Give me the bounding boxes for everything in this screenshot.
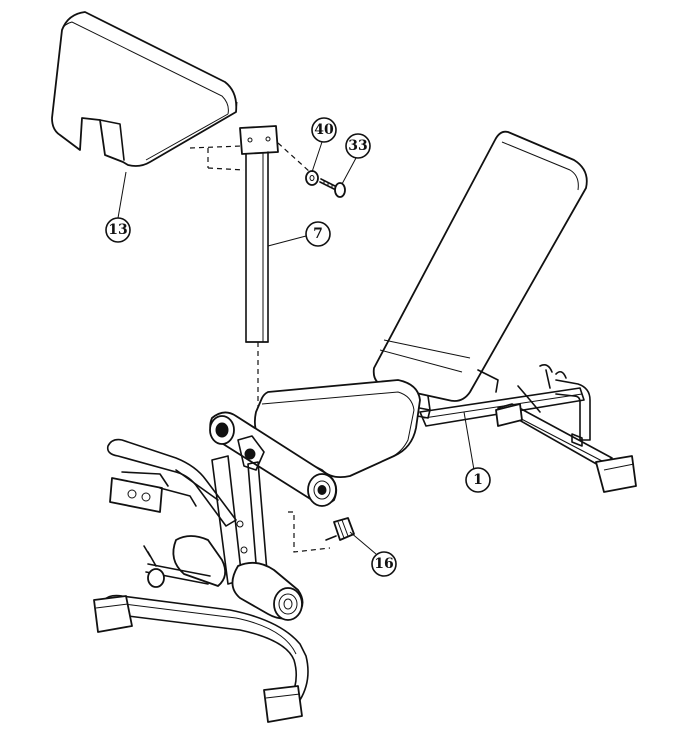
washer bbox=[305, 170, 319, 186]
preacher-post bbox=[239, 125, 279, 343]
callout-label: 13 bbox=[108, 222, 127, 238]
callout-label: 33 bbox=[348, 138, 367, 154]
backrest bbox=[372, 130, 588, 419]
callout-7: 7 bbox=[305, 221, 331, 247]
alignment-lines bbox=[189, 142, 331, 553]
callout-label: 40 bbox=[314, 122, 334, 138]
front-assembly bbox=[93, 411, 338, 723]
preacher-pad bbox=[51, 11, 238, 167]
callout-16: 16 bbox=[371, 551, 397, 577]
callout-13: 13 bbox=[105, 217, 131, 243]
seat bbox=[253, 379, 421, 479]
callout-1: 1 bbox=[465, 467, 491, 493]
leader-lines bbox=[117, 141, 475, 555]
callout-label: 1 bbox=[473, 472, 483, 488]
callout-40: 40 bbox=[311, 117, 337, 143]
main-frame bbox=[419, 364, 637, 493]
callout-label: 16 bbox=[374, 556, 393, 572]
callout-33: 33 bbox=[345, 133, 371, 159]
bolt bbox=[319, 178, 346, 198]
adjust-knob bbox=[325, 517, 355, 541]
callout-label: 7 bbox=[313, 226, 323, 242]
